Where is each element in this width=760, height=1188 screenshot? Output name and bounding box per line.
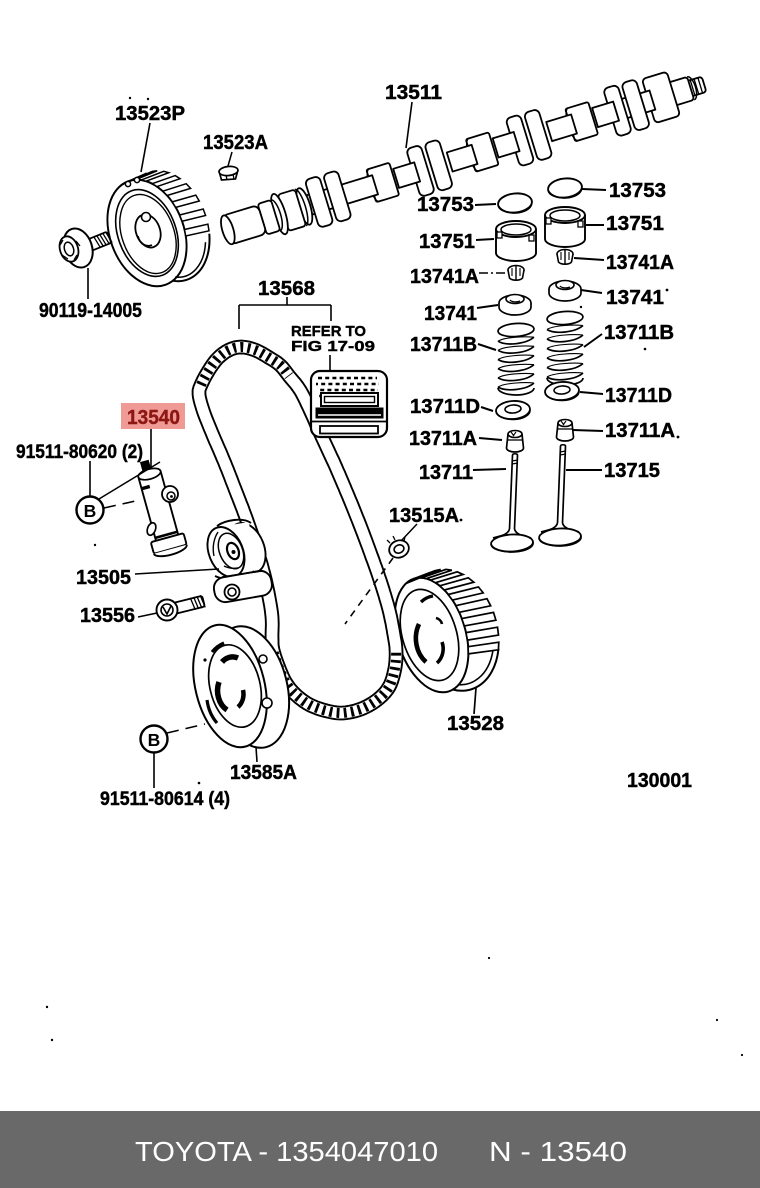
svg-text:91511-80620 (2): 91511-80620 (2) — [16, 442, 143, 463]
svg-text:13711: 13711 — [419, 462, 473, 484]
svg-text:13540: 13540 — [127, 407, 180, 429]
svg-text:13511: 13511 — [385, 82, 442, 104]
svg-text:13741A: 13741A — [606, 252, 674, 274]
svg-text:REFER TO: REFER TO — [291, 323, 366, 340]
svg-text:13528: 13528 — [447, 713, 504, 735]
svg-text:N - 13540: N - 13540 — [489, 1136, 627, 1167]
svg-text:13711B: 13711B — [410, 334, 477, 356]
svg-text:13753: 13753 — [417, 194, 474, 216]
svg-text:13741: 13741 — [424, 303, 477, 325]
svg-text:13741: 13741 — [606, 287, 664, 309]
svg-text:13585A: 13585A — [230, 762, 297, 784]
svg-text:13505: 13505 — [76, 567, 131, 589]
svg-text:13515A: 13515A — [389, 505, 459, 527]
svg-text:13523A: 13523A — [203, 132, 268, 154]
svg-text:B: B — [148, 730, 161, 750]
svg-text:13556: 13556 — [80, 605, 135, 627]
svg-text:FIG 17-09: FIG 17-09 — [291, 338, 375, 355]
svg-text:13711A: 13711A — [409, 428, 477, 450]
svg-text:13753: 13753 — [609, 180, 666, 202]
svg-text:13741A: 13741A — [410, 266, 479, 288]
svg-text:13711A: 13711A — [605, 420, 675, 442]
svg-text:90119-14005: 90119-14005 — [39, 300, 142, 322]
svg-text:13751: 13751 — [419, 231, 475, 253]
svg-text:13568: 13568 — [258, 278, 315, 300]
svg-text:130001: 130001 — [627, 770, 692, 792]
svg-text:13523P: 13523P — [115, 103, 185, 125]
svg-text:13751: 13751 — [606, 213, 664, 235]
svg-text:B: B — [84, 501, 97, 521]
svg-text:13711D: 13711D — [605, 385, 672, 407]
svg-text:91511-80614 (4): 91511-80614 (4) — [100, 789, 230, 810]
svg-text:13715: 13715 — [604, 460, 660, 482]
svg-text:13711B: 13711B — [604, 322, 674, 344]
svg-text:TOYOTA - 1354047010: TOYOTA - 1354047010 — [135, 1136, 438, 1167]
svg-text:13711D: 13711D — [410, 396, 480, 418]
